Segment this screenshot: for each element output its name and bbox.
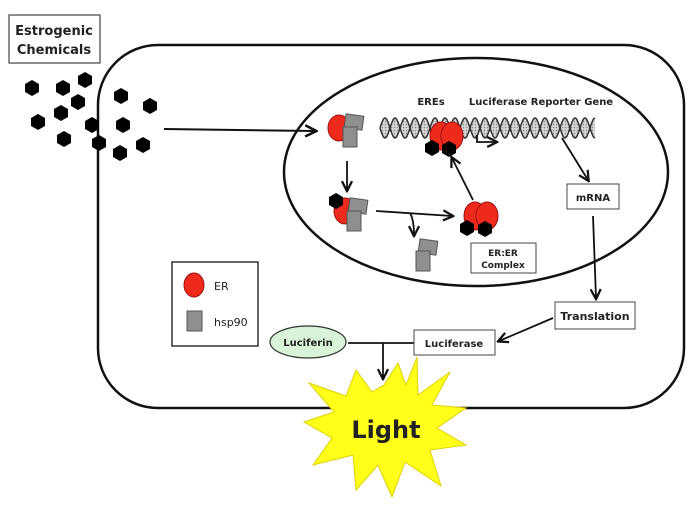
nucleus	[282, 56, 670, 288]
eres-label: EREs	[417, 97, 444, 108]
arrow-mrna-to-translation	[593, 215, 596, 298]
ligand-icon	[114, 88, 128, 104]
er-er-label-line1: ER:ER	[488, 249, 518, 259]
transcription-start-arrow	[476, 135, 496, 142]
er-dimer-bound	[425, 121, 464, 157]
ligand-icon	[113, 145, 127, 161]
luciferase-label: Luciferase	[425, 339, 484, 350]
estrogenic-label-line2: Chemicals	[17, 43, 92, 58]
luciferase-box: Luciferase	[413, 329, 496, 356]
er-er-label-line2: Complex	[481, 261, 525, 271]
ligand-icon	[78, 72, 92, 88]
mrna-box: mRNA	[566, 183, 620, 210]
ligand-bound-er-hsp90	[329, 193, 369, 232]
legend-er-label: ER	[214, 280, 229, 293]
reporter-gene-label: Luciferase Reporter Gene	[469, 97, 613, 108]
arrow-dimer-to-ere	[452, 158, 474, 201]
legend-hsp90-icon	[186, 310, 203, 332]
ligand-icon	[92, 135, 106, 151]
ligand-icon	[71, 94, 85, 110]
light-label: Light	[351, 416, 420, 444]
ligand-icon	[56, 80, 70, 96]
estrogenic-chemicals-box: Estrogenic Chemicals	[8, 14, 101, 64]
ligand-icon	[54, 105, 68, 121]
legend-hsp90-label: hsp90	[214, 316, 248, 329]
ligand-icon	[57, 131, 71, 147]
er-er-dimer	[460, 201, 499, 237]
arrow-translation-to-luciferase	[499, 317, 554, 341]
luciferin-node: Luciferin	[269, 325, 347, 359]
legend-er-icon	[183, 272, 205, 298]
ligand-icon	[136, 137, 150, 153]
arrow-entry	[163, 129, 315, 131]
ligand-icon	[25, 80, 39, 96]
translation-box: Translation	[554, 301, 636, 330]
arrow-dimerization	[375, 211, 452, 216]
ligand-icon	[31, 114, 45, 130]
luciferin-label: Luciferin	[283, 338, 332, 349]
dna-helix	[379, 117, 596, 139]
legend: ER hsp90	[171, 261, 259, 347]
light-starburst	[302, 356, 468, 499]
ligand-molecules	[25, 72, 157, 161]
mrna-label: mRNA	[576, 193, 610, 204]
dna-strand-a	[379, 117, 596, 139]
ligand-icon	[143, 98, 157, 114]
er-hsp90-complex	[327, 113, 365, 148]
dna-strand-b	[379, 117, 596, 139]
er-er-complex-box: ER:ER Complex	[470, 242, 537, 274]
arrow-hsp90-release	[410, 212, 414, 235]
estrogenic-label-line1: Estrogenic	[15, 24, 93, 39]
ligand-icon	[116, 117, 130, 133]
released-hsp90	[415, 238, 439, 272]
translation-label: Translation	[560, 310, 629, 323]
arrow-transcription	[561, 137, 588, 180]
